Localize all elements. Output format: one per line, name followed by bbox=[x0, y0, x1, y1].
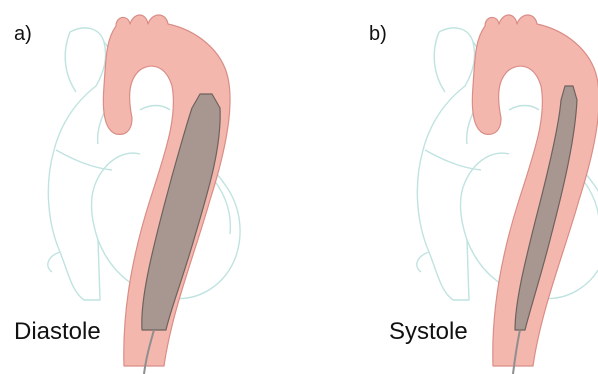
panel-tag: a) bbox=[14, 23, 32, 45]
panel-tag: b) bbox=[369, 23, 387, 45]
panel-b: b) Systole bbox=[369, 15, 598, 374]
panel-a: a) Diastole bbox=[14, 15, 240, 374]
aorta bbox=[472, 15, 598, 366]
panel-caption: Systole bbox=[389, 318, 468, 345]
panel-caption: Diastole bbox=[14, 318, 101, 345]
